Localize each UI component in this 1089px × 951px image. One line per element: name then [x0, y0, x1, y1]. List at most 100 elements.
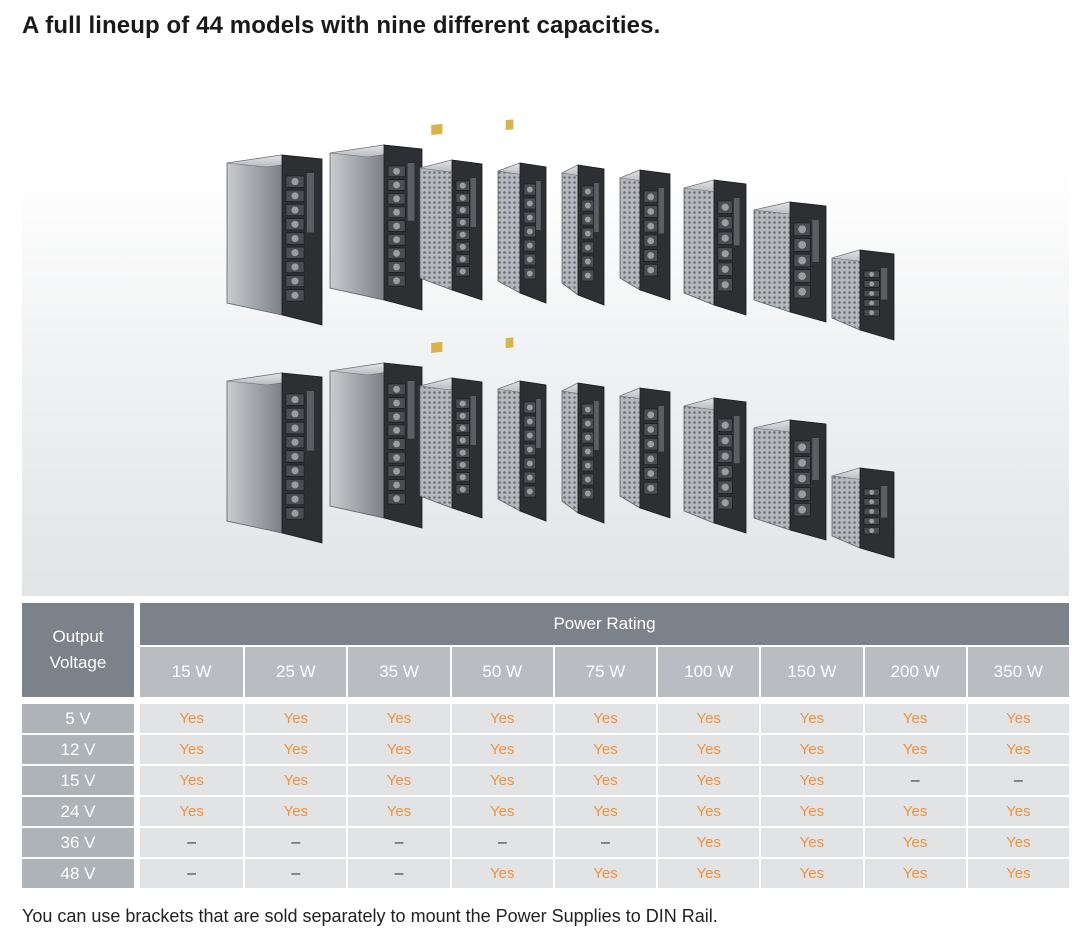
availability-cell: Yes [449, 735, 553, 766]
availability-cell: Yes [552, 766, 657, 797]
wattage-header: 15 W [140, 645, 244, 697]
row-gap [134, 735, 140, 766]
availability-cell: Yes [862, 735, 966, 766]
power-supply-unit [831, 467, 895, 559]
headline: A full lineup of 44 models with nine dif… [22, 12, 661, 39]
availability-cell: Yes [243, 735, 347, 766]
power-supply-unit [497, 337, 547, 522]
availability-cell: Yes [243, 797, 347, 828]
power-supply-lineup-illustration [226, 119, 895, 559]
power-supply-unit [226, 372, 323, 544]
wattage-header: 200 W [862, 645, 966, 697]
availability-cell: – [243, 859, 347, 890]
availability-cell: – [346, 828, 450, 859]
availability-cell: Yes [862, 797, 966, 828]
voltage-label: 5 V [22, 704, 134, 735]
power-supply-unit [753, 201, 827, 323]
availability-cell: Yes [656, 828, 760, 859]
output-voltage-header-line2: Voltage [49, 653, 107, 672]
availability-cell: Yes [965, 797, 1069, 828]
availability-cell: Yes [346, 735, 450, 766]
availability-cell: Yes [656, 859, 760, 890]
power-rating-header: Power Rating [140, 603, 1069, 645]
availability-cell: Yes [449, 766, 553, 797]
voltage-label: 48 V [22, 859, 134, 890]
power-supply-unit [683, 179, 747, 316]
row-gap [134, 797, 140, 828]
power-supply-unit [683, 397, 747, 534]
availability-cell: Yes [656, 735, 760, 766]
voltage-label: 12 V [22, 735, 134, 766]
availability-cell: Yes [965, 828, 1069, 859]
product-photo [22, 60, 1069, 596]
availability-cell: Yes [243, 704, 347, 735]
output-voltage-header: Output Voltage [22, 603, 134, 697]
availability-cell: Yes [759, 828, 863, 859]
power-supply-unit [329, 362, 423, 529]
availability-cell: Yes [140, 735, 244, 766]
power-supply-unit [618, 169, 672, 301]
availability-cell: – [965, 766, 1069, 797]
availability-cell: Yes [656, 797, 760, 828]
row-gap [134, 828, 140, 859]
wattage-header: 50 W [449, 645, 553, 697]
row-gap [134, 704, 140, 735]
availability-cell: – [140, 859, 244, 890]
availability-cell: Yes [656, 766, 760, 797]
availability-cell: Yes [862, 828, 966, 859]
wattage-header: 35 W [346, 645, 450, 697]
availability-cell: Yes [759, 797, 863, 828]
power-supply-unit [618, 387, 672, 519]
availability-cell: Yes [965, 859, 1069, 890]
power-supply-unit [497, 119, 547, 304]
footnote: You can use brackets that are sold separ… [22, 906, 718, 926]
wattage-header: 75 W [552, 645, 657, 697]
availability-cell: Yes [965, 735, 1069, 766]
availability-cell: – [346, 859, 450, 890]
availability-cell: – [449, 828, 553, 859]
availability-cell: Yes [552, 797, 657, 828]
availability-cell: Yes [449, 859, 553, 890]
power-supply-unit [329, 144, 423, 311]
availability-cell: Yes [140, 766, 244, 797]
availability-cell: Yes [862, 859, 966, 890]
power-supply-unit [753, 419, 827, 541]
availability-cell: Yes [243, 766, 347, 797]
voltage-label: 36 V [22, 828, 134, 859]
header-gap [134, 603, 140, 697]
availability-cell: Yes [140, 704, 244, 735]
availability-cell: – [862, 766, 966, 797]
wattage-header: 100 W [656, 645, 760, 697]
voltage-label: 15 V [22, 766, 134, 797]
wattage-header: 25 W [243, 645, 347, 697]
wattage-header: 150 W [759, 645, 863, 697]
wattage-header: 350 W [965, 645, 1069, 697]
availability-cell: Yes [552, 735, 657, 766]
availability-cell: Yes [759, 704, 863, 735]
availability-cell: – [243, 828, 347, 859]
availability-cell: Yes [656, 704, 760, 735]
availability-cell: Yes [552, 704, 657, 735]
availability-cell: Yes [346, 704, 450, 735]
availability-cell: Yes [965, 704, 1069, 735]
availability-cell: Yes [449, 797, 553, 828]
availability-cell: – [552, 828, 657, 859]
availability-cell: Yes [759, 735, 863, 766]
availability-cell: Yes [449, 704, 553, 735]
availability-cell: – [140, 828, 244, 859]
power-supply-unit [419, 123, 483, 301]
output-voltage-header-line1: Output [52, 627, 104, 646]
power-supply-unit [561, 164, 605, 306]
availability-cell: Yes [862, 704, 966, 735]
availability-cell: Yes [759, 766, 863, 797]
power-supply-unit [831, 249, 895, 341]
